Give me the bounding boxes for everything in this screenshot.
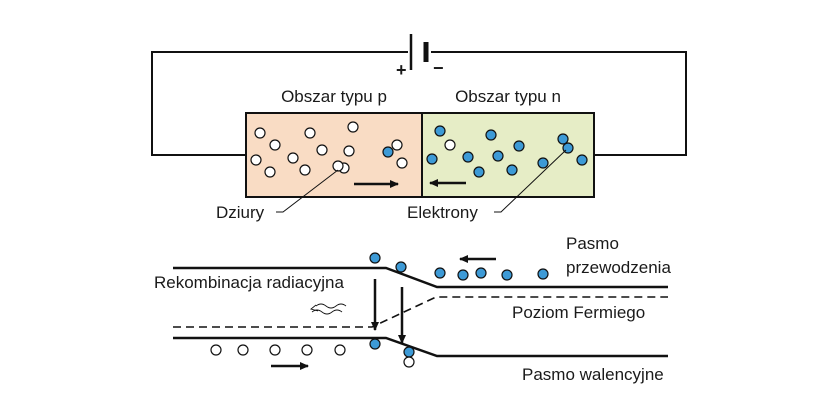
- electron: [426, 153, 438, 165]
- hole: [304, 127, 316, 139]
- hole: [343, 145, 355, 157]
- electron: [506, 164, 518, 176]
- p-region-label: Obszar typu p: [281, 87, 387, 106]
- hole: [269, 344, 281, 356]
- electron: [513, 140, 525, 152]
- hole: [237, 344, 249, 356]
- electron: [537, 268, 549, 280]
- conduction-band-label-line1: Pasmo: [566, 234, 619, 253]
- conduction-band-label-line2: przewodzenia: [566, 258, 671, 277]
- electron: [457, 269, 469, 281]
- hole: [210, 344, 222, 356]
- hole: [301, 344, 313, 356]
- electron: [462, 151, 474, 163]
- fermi-level-label: Poziom Fermiego: [512, 303, 645, 322]
- electron: [473, 166, 485, 178]
- electron: [537, 157, 549, 169]
- circuit-wire-left: [151, 51, 408, 156]
- electron: [492, 150, 504, 162]
- n-type-region: [421, 112, 595, 198]
- hole: [334, 344, 346, 356]
- band-holes-group: [210, 344, 415, 368]
- electron: [369, 252, 381, 264]
- conduction-band-line: [173, 266, 668, 289]
- electrons-label: Elektrony: [407, 203, 478, 222]
- hole: [347, 121, 359, 133]
- electron: [434, 267, 446, 279]
- hole: [444, 139, 456, 151]
- electron: [434, 125, 446, 137]
- hole: [269, 139, 281, 151]
- n-region-label: Obszar typu n: [455, 87, 561, 106]
- holes-group: [250, 121, 408, 178]
- hole: [250, 154, 262, 166]
- holes-leader-line: [276, 169, 339, 213]
- electron: [369, 338, 381, 350]
- electrons-leader-line: [494, 149, 567, 213]
- recombination-label: Rekombinacja radiacyjna: [154, 273, 344, 292]
- battery-minus-sign: −: [433, 58, 444, 78]
- battery-plus-sign: +: [396, 60, 407, 80]
- electron: [403, 346, 415, 358]
- band-electrons-group: [369, 252, 549, 358]
- hole: [403, 356, 415, 368]
- hole: [316, 144, 328, 156]
- hole: [332, 160, 344, 172]
- electron: [557, 133, 569, 145]
- electron: [501, 269, 513, 281]
- electron: [475, 267, 487, 279]
- circuit-wire-right: [431, 51, 687, 156]
- hole: [299, 164, 311, 176]
- holes-label: Dziury: [216, 203, 265, 222]
- hole: [391, 139, 403, 151]
- hole: [396, 157, 408, 169]
- electron: [395, 261, 407, 273]
- electron: [576, 154, 588, 166]
- electron: [382, 146, 394, 158]
- electrons-group: [426, 125, 588, 178]
- electron: [485, 129, 497, 141]
- photon-wave-icon: [310, 303, 347, 315]
- hole: [254, 127, 266, 139]
- valence-band-label: Pasmo walencyjne: [522, 365, 664, 384]
- hole: [264, 166, 276, 178]
- fermi-level-line: [173, 296, 668, 328]
- hole: [287, 152, 299, 164]
